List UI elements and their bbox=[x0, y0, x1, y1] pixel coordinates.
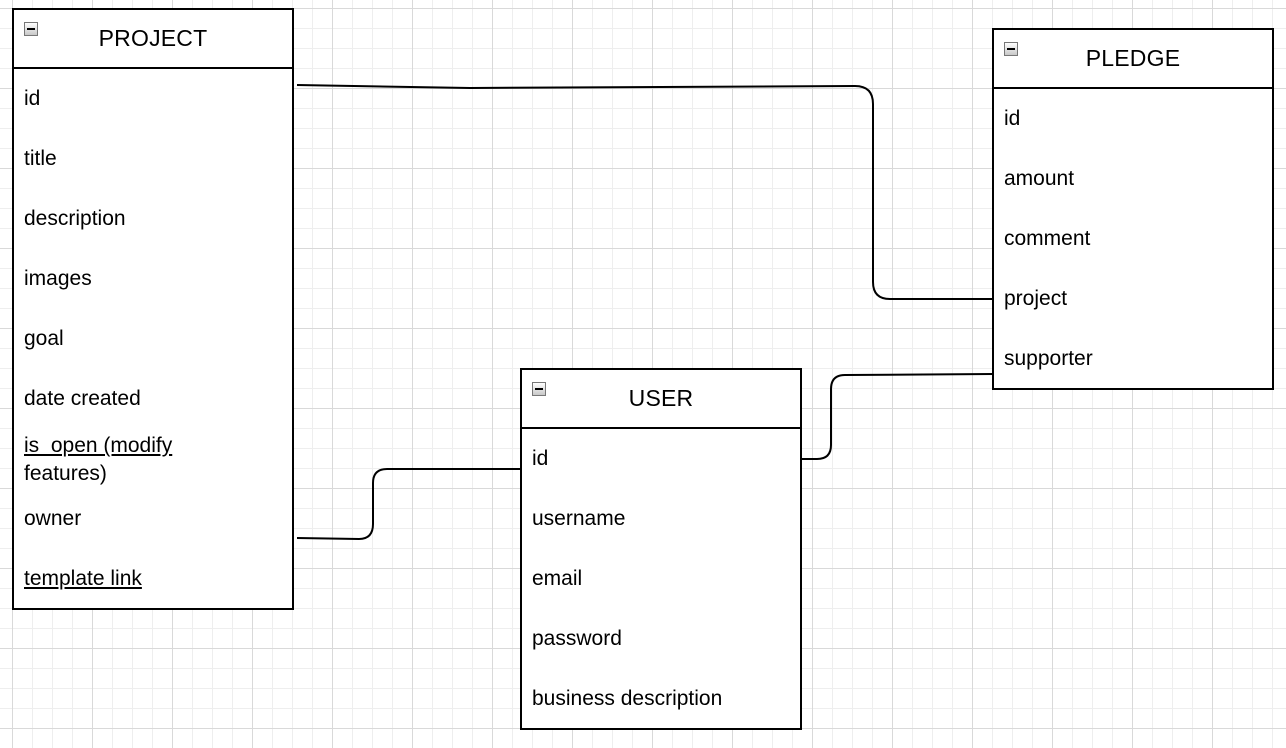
attribute-pledge-supporter[interactable]: supporter bbox=[1004, 347, 1093, 370]
connector-project-id-to-pledge-project[interactable] bbox=[296, 84, 993, 300]
attribute-project-title[interactable]: title bbox=[24, 147, 57, 170]
entity-project[interactable]: PROJECT id title description images goal… bbox=[12, 8, 294, 610]
attribute-user-id[interactable]: id bbox=[532, 447, 549, 470]
collapse-icon[interactable] bbox=[1004, 42, 1018, 56]
entity-pledge[interactable]: PLEDGE id amount comment project support… bbox=[992, 28, 1274, 390]
attribute-project-is-open[interactable]: is_open (modify features) bbox=[14, 429, 292, 489]
attribute-project-id[interactable]: id bbox=[24, 87, 41, 110]
entity-user[interactable]: USER id username email password business… bbox=[520, 368, 802, 730]
attribute-project-template-link[interactable]: template link bbox=[14, 549, 292, 609]
entity-project-attributes: id title description images goal date cr… bbox=[14, 69, 292, 609]
attribute-project-date-created[interactable]: date created bbox=[24, 387, 141, 410]
template-link[interactable]: template link bbox=[24, 567, 142, 590]
collapse-icon[interactable] bbox=[532, 382, 546, 396]
entity-project-title: PROJECT bbox=[98, 25, 208, 51]
attribute-pledge-id[interactable]: id bbox=[1004, 107, 1021, 130]
attribute-user-password[interactable]: password bbox=[532, 627, 622, 650]
entity-pledge-attributes: id amount comment project supporter bbox=[994, 89, 1272, 389]
entity-user-title: USER bbox=[628, 385, 694, 411]
attribute-project-is-open-line1: is_open (modify bbox=[24, 434, 173, 457]
attribute-project-images[interactable]: images bbox=[24, 267, 92, 290]
attribute-user-business-description[interactable]: business description bbox=[532, 687, 723, 710]
attribute-pledge-amount[interactable]: amount bbox=[1004, 167, 1075, 190]
attribute-pledge-project[interactable]: project bbox=[1004, 287, 1068, 310]
entity-user-attributes: id username email password business desc… bbox=[522, 429, 800, 729]
connector-user-id-to-pledge-supporter[interactable] bbox=[801, 373, 994, 460]
connector-project-owner-to-user-id[interactable] bbox=[296, 468, 521, 541]
attribute-project-goal[interactable]: goal bbox=[24, 327, 64, 350]
attribute-pledge-comment[interactable]: comment bbox=[1004, 227, 1091, 250]
attribute-user-username[interactable]: username bbox=[532, 507, 626, 530]
collapse-icon[interactable] bbox=[24, 22, 38, 36]
entity-project-header[interactable]: PROJECT bbox=[14, 10, 292, 69]
attribute-project-owner[interactable]: owner bbox=[24, 507, 82, 530]
attribute-project-description[interactable]: description bbox=[24, 207, 126, 230]
entity-pledge-title: PLEDGE bbox=[1085, 45, 1181, 71]
attribute-user-email[interactable]: email bbox=[532, 567, 583, 590]
attribute-project-is-open-line2: features) bbox=[24, 462, 107, 485]
entity-user-header[interactable]: USER bbox=[522, 370, 800, 429]
entity-pledge-header[interactable]: PLEDGE bbox=[994, 30, 1272, 89]
